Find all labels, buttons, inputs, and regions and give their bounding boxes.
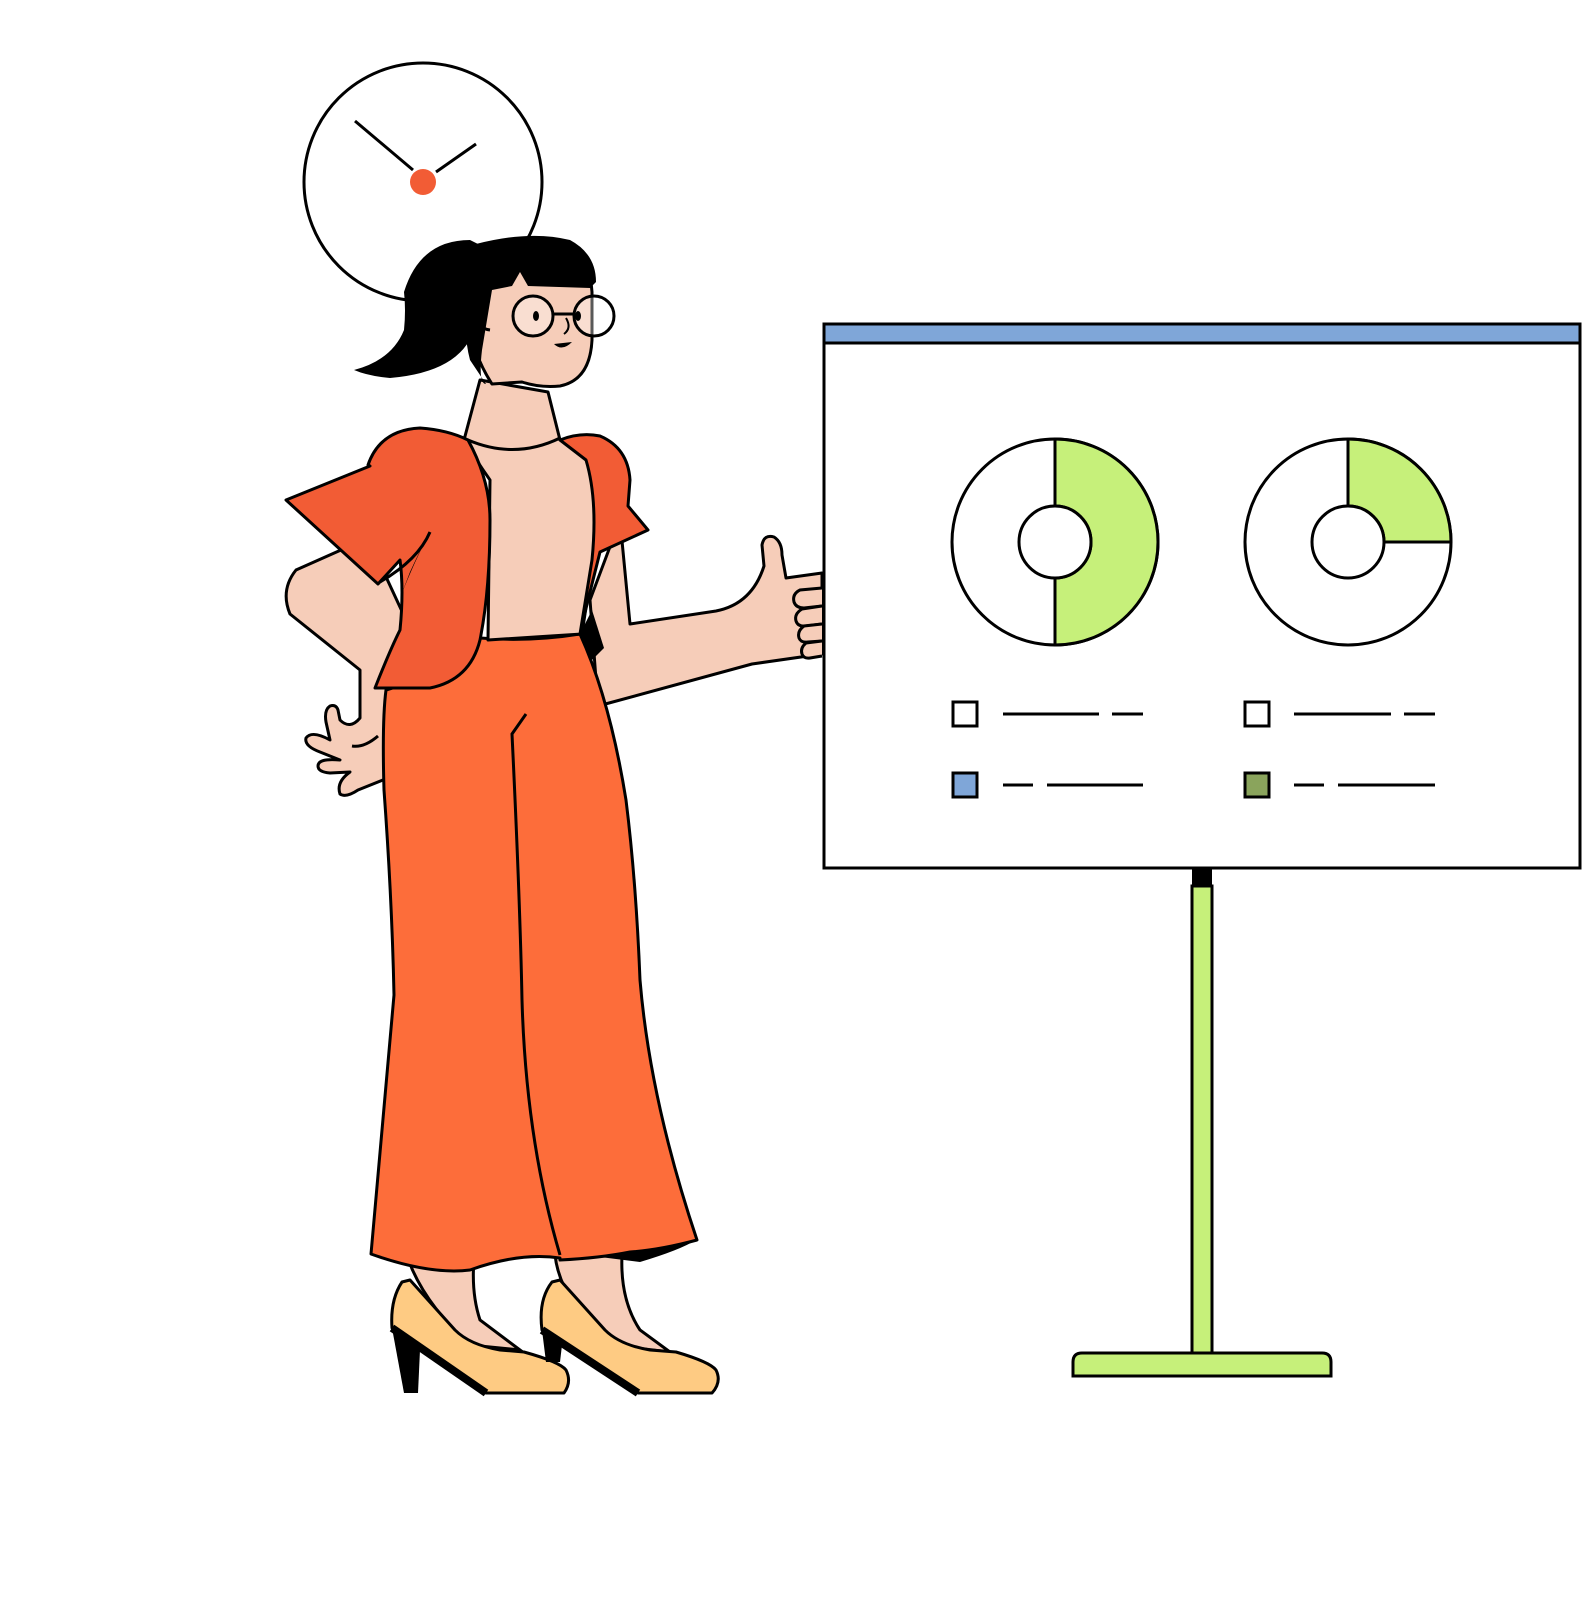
donut-hole: [1017, 504, 1093, 580]
board-panel: [822, 322, 1582, 870]
shoe-right: [539, 1278, 720, 1397]
shoe-sole: [389, 1324, 489, 1397]
shoe-left: [389, 1278, 571, 1397]
leg-left: [402, 1248, 526, 1353]
ponytail: [354, 240, 482, 378]
top-right: [558, 433, 650, 636]
stand-base: [1071, 1351, 1333, 1378]
shoe-upper: [539, 1278, 720, 1395]
waist-shadow: [580, 610, 604, 660]
donut-chart-icon: [1243, 437, 1453, 647]
eye-left: [533, 311, 539, 321]
stand-pole: [1190, 884, 1214, 1356]
eye-right: [575, 311, 581, 321]
pointing-arm: [588, 518, 824, 708]
donut-chart-icon: [950, 437, 1160, 647]
neckline: [467, 436, 561, 451]
wall-clock-icon: [302, 61, 544, 303]
clock-minute-hand: [354, 119, 414, 172]
trousers: [369, 632, 699, 1273]
legend-swatch-icon: [1243, 700, 1271, 728]
shoe-upper: [390, 1278, 571, 1395]
glasses-lens-right: [572, 294, 616, 338]
finger: [797, 622, 823, 644]
sleeve-line: [379, 531, 432, 584]
top-left: [284, 426, 492, 690]
finger: [792, 586, 823, 610]
board-header: [822, 322, 1582, 345]
clock-hour-hand: [435, 142, 477, 174]
stand-joint: [1192, 868, 1212, 888]
back-arm: [284, 536, 408, 797]
legend-swatch-icon: [951, 771, 979, 799]
legend-swatch-icon: [1243, 771, 1271, 799]
woman-character: [284, 235, 824, 1397]
legend-right: [1243, 700, 1435, 799]
shoe-sole: [539, 1326, 641, 1397]
nose: [563, 317, 570, 335]
hand-line: [351, 734, 379, 748]
hair-bangs: [466, 235, 596, 384]
legend-left: [951, 700, 1143, 799]
trouser-crease: [510, 713, 562, 1256]
clock-center: [410, 169, 436, 195]
legend-swatch-icon: [951, 700, 979, 728]
shoe-heel: [392, 1328, 420, 1393]
mouth: [554, 342, 572, 348]
donut-hole: [1310, 504, 1386, 580]
finger: [800, 639, 823, 660]
presentation-board-icon: [822, 322, 1582, 1378]
